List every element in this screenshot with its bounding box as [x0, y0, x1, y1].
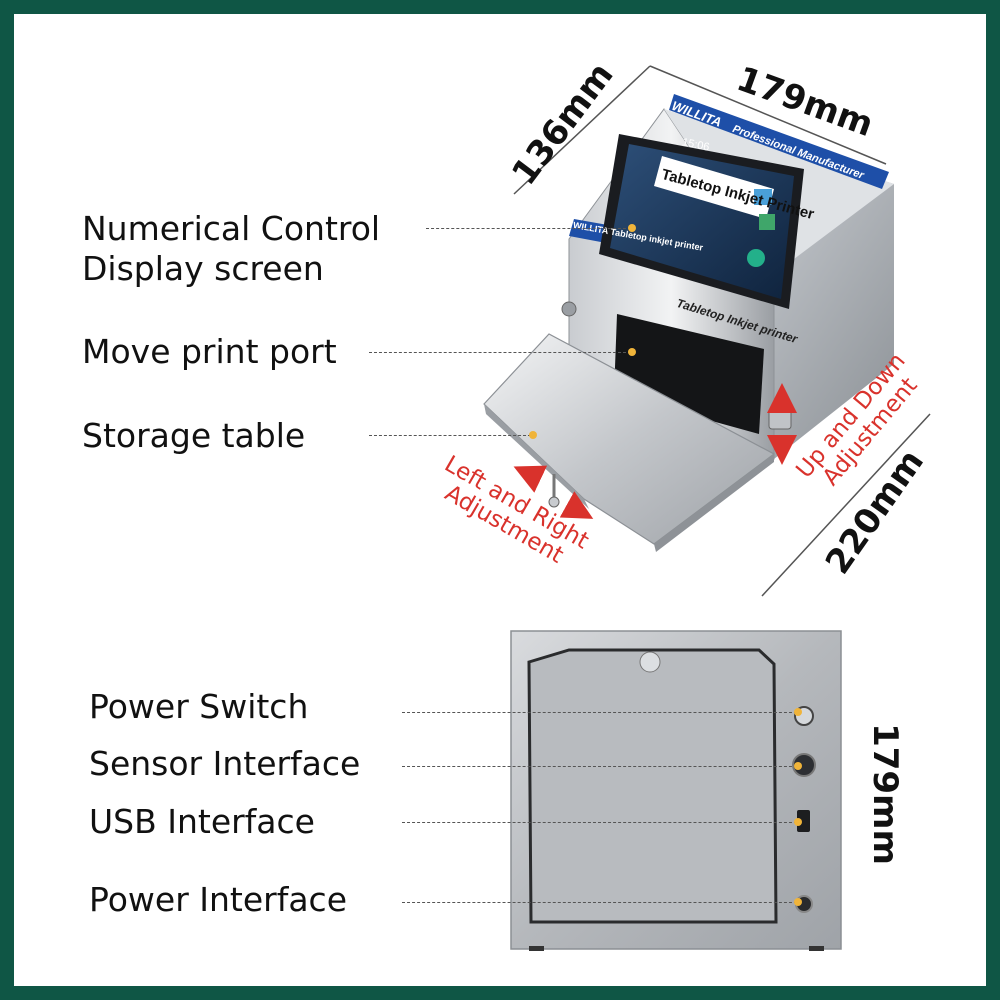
leader-storage-table — [369, 435, 531, 436]
rear-panel — [510, 630, 842, 951]
callout-display: Numerical Control Display screen — [82, 209, 381, 288]
adjust-arrows — [513, 383, 797, 519]
leader-usb — [402, 822, 797, 823]
callout-usb: USB Interface — [89, 802, 315, 841]
callout-sensor: Sensor Interface — [89, 744, 361, 783]
dot-print-port — [628, 348, 636, 356]
dot-display — [628, 224, 636, 232]
callout-power-switch: Power Switch — [89, 687, 309, 726]
callout-power-interface: Power Interface — [89, 880, 348, 919]
dot-storage-table — [529, 431, 537, 439]
printer-body — [561, 94, 894, 460]
callout-print-port: Move print port — [82, 332, 337, 371]
callout-storage-table: Storage table — [82, 416, 306, 455]
leader-display — [426, 228, 631, 229]
leader-power-switch — [402, 712, 797, 713]
storage-tray — [483, 333, 776, 552]
dim-rear-height: 179mm — [864, 723, 905, 865]
leader-power-interface — [402, 902, 797, 903]
leader-sensor — [402, 766, 797, 767]
dot-power-switch — [794, 708, 802, 716]
dot-power-interface — [794, 898, 802, 906]
leader-print-port — [369, 352, 631, 353]
product-illustration — [483, 65, 931, 951]
dot-sensor — [794, 762, 802, 770]
dot-usb — [794, 818, 802, 826]
